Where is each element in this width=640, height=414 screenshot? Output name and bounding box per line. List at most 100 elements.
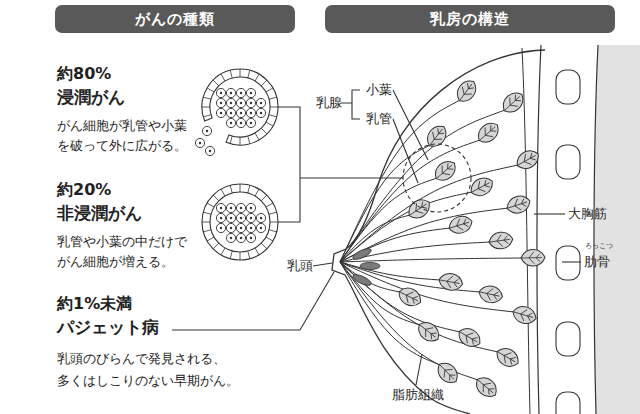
cancer-cell — [246, 108, 255, 117]
cell-nucleus — [220, 92, 222, 94]
wall-cell-divider — [213, 243, 219, 249]
cancer-type: 非浸潤がん — [57, 202, 142, 224]
cell-nucleus — [230, 217, 232, 219]
header-text: がんの種類 — [135, 10, 215, 29]
part-name: 脂肪組織 — [392, 387, 444, 403]
lobule-vein — [435, 360, 458, 383]
lobule-symbol — [513, 147, 542, 173]
lobule-symbol — [438, 272, 465, 292]
cancer-cell — [256, 98, 265, 107]
rib-symbol — [556, 145, 580, 179]
wall-cell-divider — [240, 69, 241, 77]
cell-nucleus — [240, 92, 242, 94]
wall-cell-divider — [255, 74, 259, 81]
cell-nucleus — [250, 112, 252, 114]
cell-nucleus — [206, 130, 208, 132]
lobule-symbol — [474, 119, 503, 147]
lobule-symbol — [414, 318, 443, 346]
cell-nucleus — [250, 217, 252, 219]
lobule-vein — [455, 80, 477, 104]
leader-line — [393, 119, 418, 183]
lobule-vein — [447, 216, 471, 234]
connector-line — [278, 107, 300, 222]
wall-cell-divider — [269, 212, 277, 214]
leader-line — [393, 90, 428, 160]
wall-cell-divider — [207, 88, 214, 92]
cell-nucleus — [230, 102, 232, 104]
cancer-cell — [226, 88, 235, 97]
rib-symbol — [556, 322, 580, 356]
milk-duct — [340, 258, 522, 262]
cell-nucleus — [260, 227, 262, 229]
rib-symbol — [556, 70, 580, 104]
cancer-type: パジェット病 — [57, 316, 159, 338]
cancer-cell — [246, 233, 255, 242]
cancer-cell — [226, 233, 235, 242]
wall-cell-divider — [261, 195, 267, 201]
cancer-cell — [246, 203, 255, 212]
cell-nucleus — [240, 217, 242, 219]
wall-cell-divider — [255, 133, 259, 140]
lobule-leaf — [488, 231, 514, 251]
lobule-leaf — [474, 119, 503, 147]
wall-cell-divider — [248, 136, 250, 144]
cell-nucleus — [230, 112, 232, 114]
cell-nucleus — [250, 227, 252, 229]
cell-nucleus — [250, 102, 252, 104]
leader-line — [313, 263, 332, 266]
lobule-vein — [468, 177, 492, 197]
wall-cell-divider — [240, 137, 241, 145]
lobule-symbol — [405, 195, 434, 222]
milk-duct — [340, 262, 460, 332]
wall-cell-divider — [203, 212, 211, 214]
lobule-vein — [456, 326, 480, 347]
milk-duct — [340, 100, 460, 262]
cancer-cell — [236, 213, 245, 222]
lobule-symbol — [472, 373, 501, 401]
percentage: 約1%未満 — [57, 293, 132, 314]
lobule-leaf — [431, 157, 460, 185]
wall-cell-divider — [255, 189, 259, 196]
invasive-duct-symbol — [195, 69, 278, 156]
wall-cell-divider — [269, 230, 277, 232]
lobule-leaf — [423, 122, 451, 151]
cell-nucleus — [240, 102, 242, 104]
lobule-symbol — [493, 344, 522, 370]
cancer-cell — [256, 223, 265, 232]
cancer-cell — [202, 126, 211, 135]
lobule-symbol — [433, 359, 462, 388]
lobule-symbol — [521, 249, 545, 266]
wall-cell-divider — [203, 115, 211, 117]
cancer-cell — [226, 223, 235, 232]
cancer-cell — [236, 223, 245, 232]
lobule-leaf — [472, 373, 501, 401]
cancer-cell — [226, 98, 235, 107]
lobule-leaf — [395, 284, 424, 309]
percentage: 約80% — [57, 63, 111, 84]
cancer-cell — [216, 108, 225, 117]
lobule-symbol — [431, 157, 460, 185]
wall-cell-divider — [266, 237, 273, 241]
cancer-cell — [236, 88, 245, 97]
cancer-cell — [246, 223, 255, 232]
cancer-cell — [246, 213, 255, 222]
cell-nucleus — [250, 122, 252, 124]
milk-duct — [340, 110, 505, 262]
wall-cell-divider — [221, 189, 225, 196]
cell-nucleus — [230, 227, 232, 229]
milk-duct — [340, 262, 478, 380]
lobule-vein — [425, 125, 447, 149]
noninvasive-duct-symbol — [202, 184, 278, 260]
cancer-cell — [216, 203, 225, 212]
cell-nucleus — [240, 207, 242, 209]
cancer-cell — [246, 98, 255, 107]
lobule-symbol — [395, 284, 424, 309]
cancer-cell — [216, 88, 225, 97]
cell-nucleus — [250, 237, 252, 239]
cell-nucleus — [220, 102, 222, 104]
wall-cell-divider — [266, 122, 273, 126]
lobule-vein — [505, 196, 529, 214]
wall-cell-divider — [213, 80, 219, 86]
cancer-cell — [226, 203, 235, 212]
